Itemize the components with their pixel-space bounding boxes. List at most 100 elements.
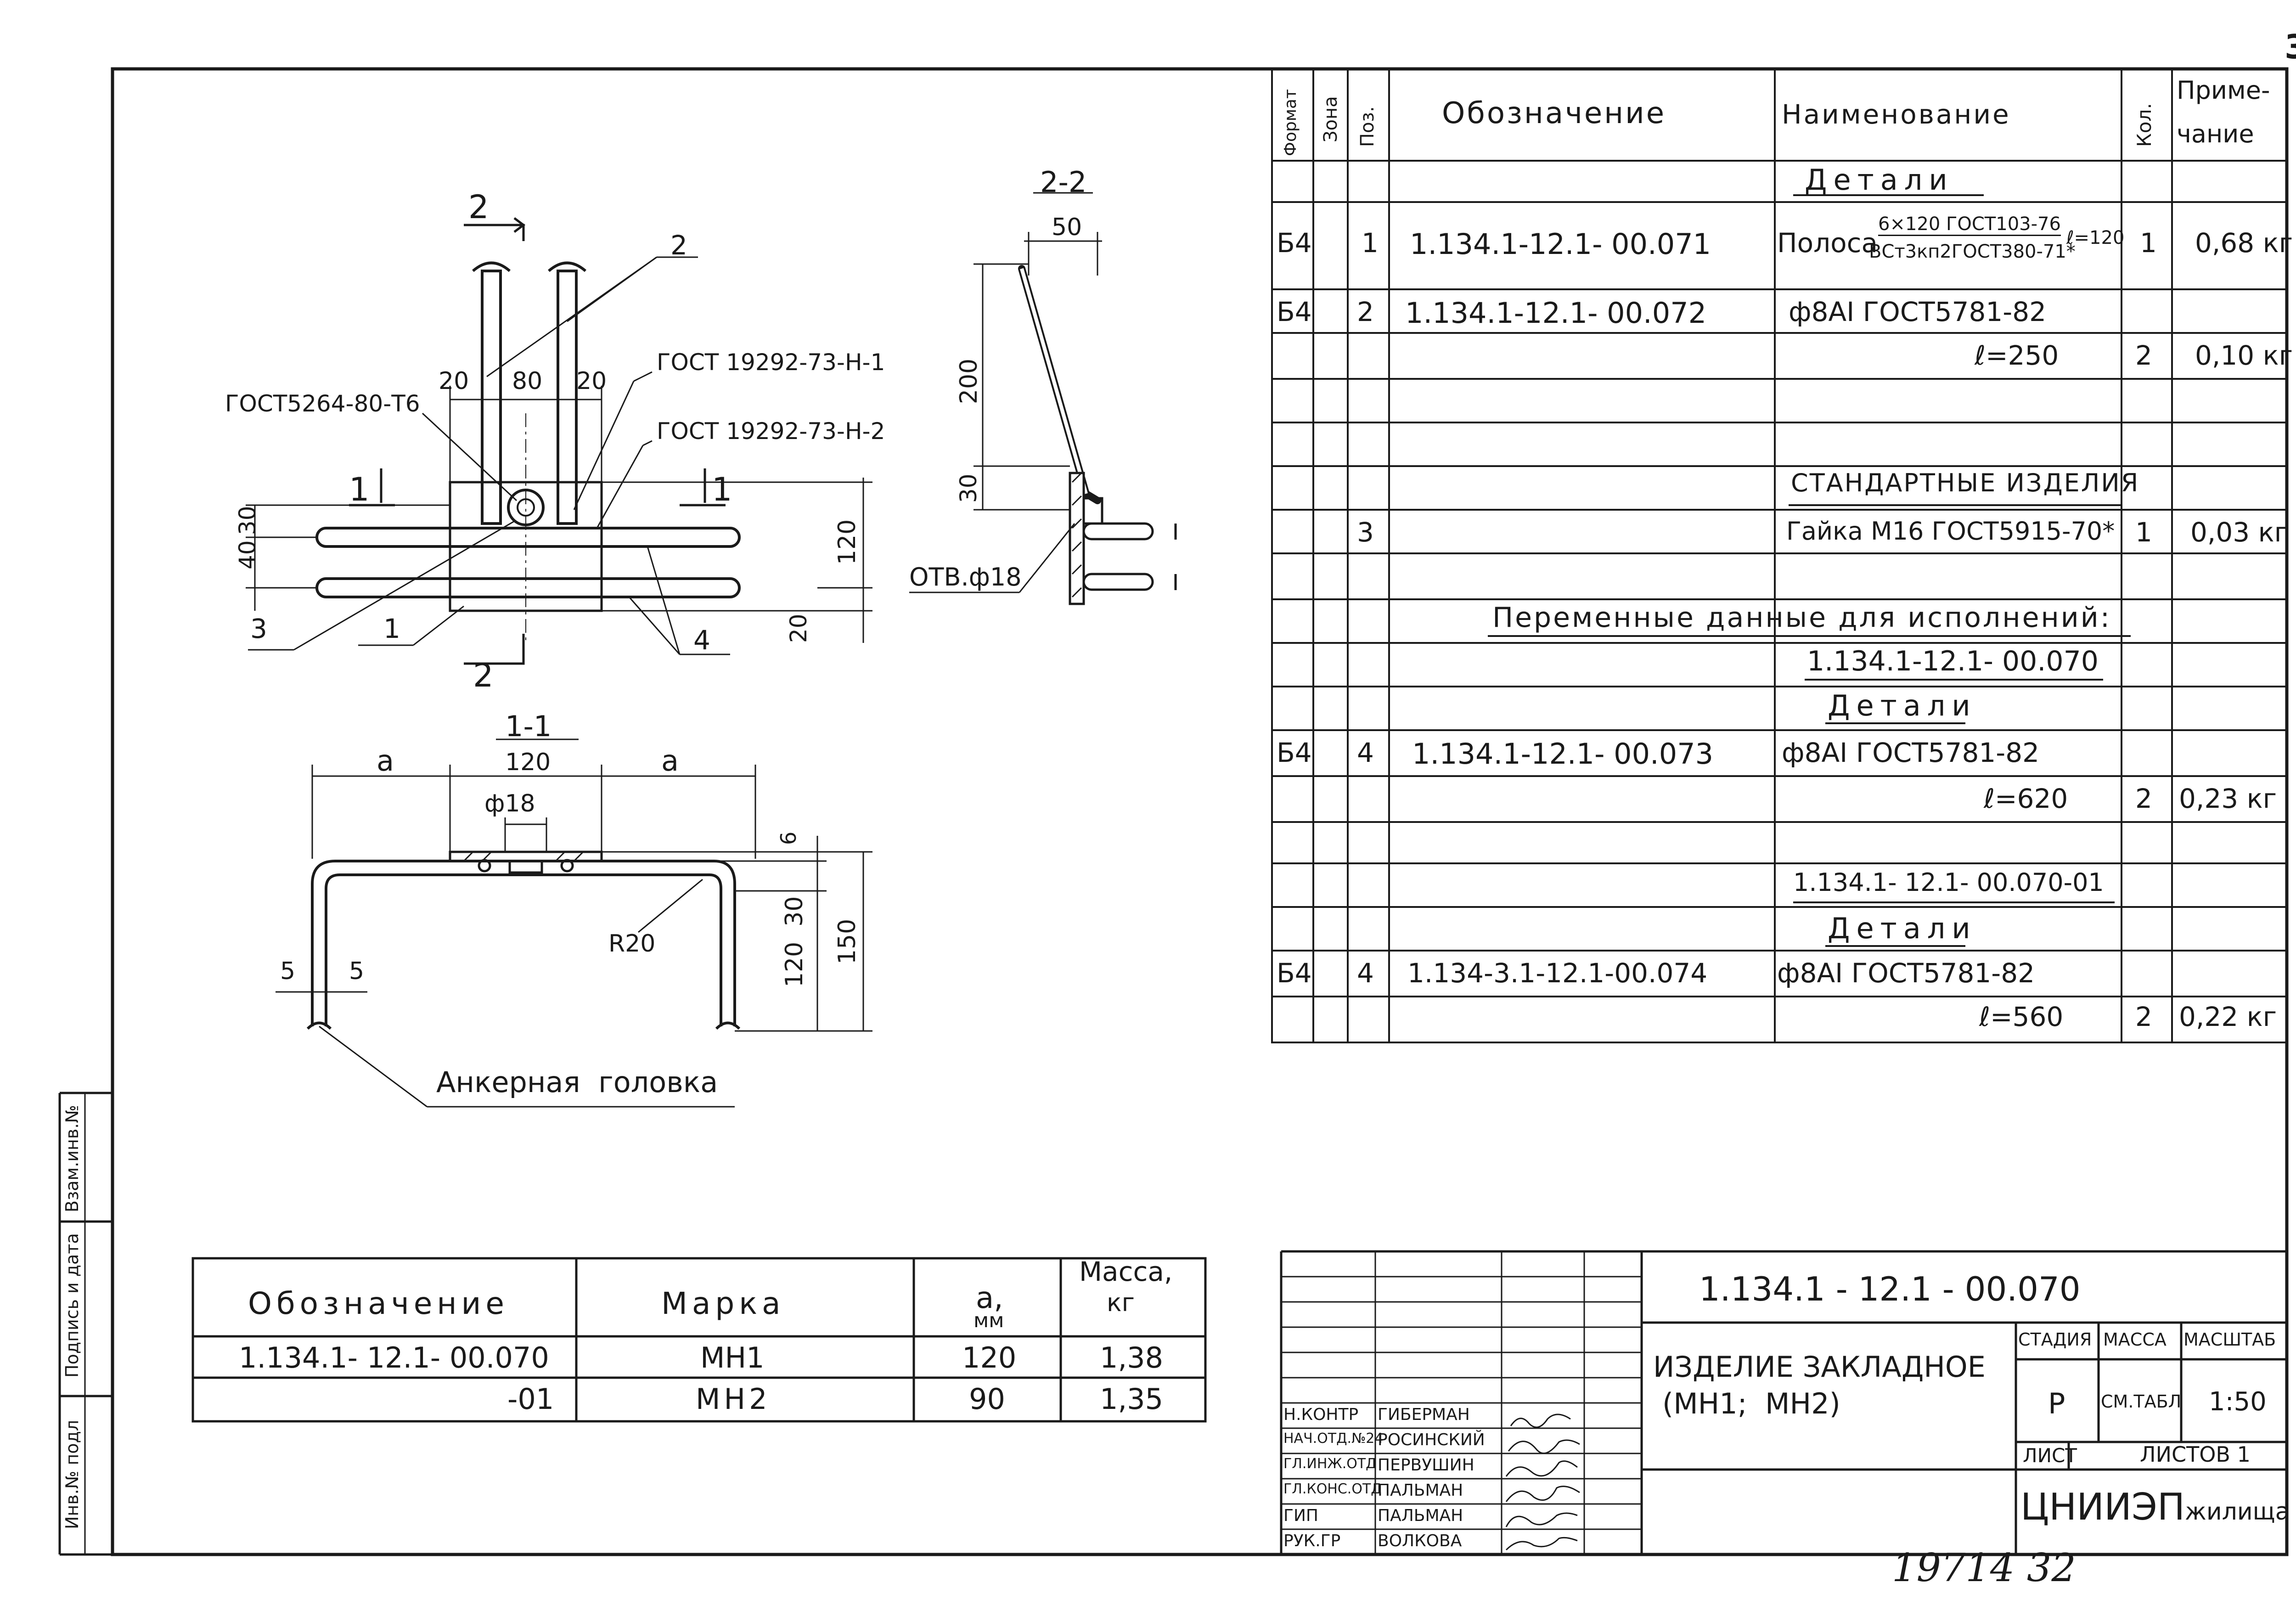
nut-pos: 3 (1357, 517, 1374, 548)
row1-qty: 1 (2140, 227, 2157, 259)
mark-row2-a: 90 (969, 1382, 1005, 1416)
row3-name-right: ℓ=250 (1975, 340, 2059, 371)
dim-80: 80 (512, 367, 543, 395)
dim-30b: 30 (955, 473, 982, 503)
mark-hdr-a: a, (976, 1281, 1003, 1315)
row1-format: Б4 (1277, 227, 1312, 259)
gost-h1-label: ГОСТ 19292-73-Н-1 (657, 349, 885, 376)
dim-6: 6 (776, 831, 801, 845)
dim-120v: 120 (833, 519, 861, 565)
row1-note: 0,68 кг (2195, 227, 2293, 259)
view-1-1 (276, 738, 872, 1108)
dim-50: 50 (1052, 214, 1082, 241)
mark-hdr-a-unit: мм (974, 1309, 1004, 1332)
staff-role-0: Н.контр (1283, 1405, 1359, 1424)
dim-5-right: 5 (349, 957, 365, 985)
row4a-note: 0,23 кг (2179, 783, 2277, 814)
row2-format: Б4 (1277, 296, 1312, 327)
row4b-qty: 2 (2135, 1001, 2152, 1032)
org-name: ЦНИИЭПжилища (2020, 1486, 2290, 1528)
section-details-1: Детали (1805, 163, 1954, 197)
hdr-name: Наименование (1782, 99, 2011, 130)
footer-number: 19714 32 (1892, 1545, 2076, 1590)
hdr-pos: Поз. (1357, 106, 1378, 147)
otv-label: ОТВ.ф18 (909, 563, 1022, 591)
doc-title-1: Изделие закладное (1653, 1350, 1986, 1384)
mark-hdr-designation: Обозначение (248, 1286, 509, 1321)
staff-role-1: Нач.отд.№24 (1283, 1430, 1384, 1447)
row4a-pos: 4 (1357, 737, 1374, 768)
section-1-left: 1 (349, 471, 370, 508)
view-2-2 (909, 192, 1177, 605)
staff-role-3: Гл.конс.отд (1283, 1481, 1382, 1497)
row2-designation: 1.134.1-12.1- 00.072 (1405, 296, 1707, 330)
dim-150: 150 (833, 918, 861, 964)
gost-h2-label: ГОСТ 19292-73-Н-2 (657, 418, 885, 445)
staff-role-4: ГИП (1283, 1506, 1318, 1525)
staff-role-2: Гл.инж.отд (1283, 1456, 1377, 1472)
row1-frac-top: 6×120 ГОСТ103-76 (1878, 214, 2061, 236)
org-name-sub: жилища (2184, 1498, 2290, 1526)
dim-40: 40 (234, 540, 261, 569)
dim-20v: 20 (785, 614, 812, 643)
nut-note: 0,03 кг (2190, 517, 2289, 548)
dim-r20: R20 (608, 930, 656, 957)
org-name-main: ЦНИИЭП (2020, 1486, 2185, 1528)
mark-row2-mark: МН2 (696, 1382, 771, 1416)
dim-200: 200 (955, 358, 983, 404)
pos-3-label: 3 (250, 613, 267, 644)
section-2-bottom: 2 (473, 657, 494, 694)
row4b-pos: 4 (1357, 957, 1374, 989)
section-standard: Стандартные изделия (1791, 468, 2140, 497)
pos-4-label: 4 (693, 625, 710, 656)
pos-2-label: 2 (670, 230, 687, 261)
main-view (246, 217, 872, 665)
dim-120-30: 120 30 (781, 896, 808, 987)
mass-label: Масса (2103, 1329, 2167, 1350)
row1-name: Полоса (1777, 227, 1878, 259)
dim-30: 30 (234, 506, 261, 535)
mark-row1-a: 120 (962, 1341, 1017, 1374)
mark-hdr-mark: Марка (661, 1286, 785, 1321)
title-block-grid (1280, 1250, 2287, 1554)
left-strip-vzam: Взам.инв.№ (62, 1105, 82, 1212)
section-1-right: 1 (712, 471, 732, 508)
row1-pos: 1 (1362, 227, 1379, 259)
view-1-1-title: 1-1 (505, 710, 552, 743)
doc-title-2: (МН1; МН2) (1662, 1387, 1840, 1420)
variable-heading: Переменные данные для исполнений: (1492, 602, 2111, 634)
gost-nut-label: ГОСТ5264-80-Т6 (225, 390, 420, 417)
section-details-3: Детали (1828, 912, 1977, 945)
dim-a-right: a (661, 744, 679, 777)
staff-role-5: Рук.гр (1283, 1532, 1341, 1550)
dim-phi18: ф18 (484, 790, 535, 817)
hdr-designation: Обозначение (1442, 96, 1666, 130)
sheet-label: Лист (2023, 1444, 2077, 1467)
mark-table-grid (191, 1257, 1207, 1423)
hdr-note-1: Приме- (2177, 76, 2270, 105)
dim-a-left: a (377, 744, 394, 777)
mark-hdr-mass: Масса, (1079, 1256, 1173, 1287)
hdr-zone: Зона (1320, 96, 1341, 142)
row1-len: ℓ=120 (2066, 227, 2125, 248)
row4b-note: 0,22 кг (2179, 1001, 2277, 1032)
dim-5-left: 5 (280, 957, 296, 985)
scale-label: Масштаб (2183, 1329, 2276, 1350)
mark-row1-mark: МН1 (700, 1341, 765, 1374)
anchor-head-label: Анкерная головка (436, 1065, 718, 1099)
left-strip-inv-podl: Инв.№ подл (62, 1419, 82, 1529)
row2-pos: 2 (1357, 296, 1374, 327)
spec-table-grid (1271, 68, 2288, 1043)
dim-20b: 20 (576, 367, 607, 395)
nut-name: Гайка М16 ГОСТ5915-70* (1786, 517, 2115, 546)
mark-row2-mass: 1,35 (1100, 1382, 1164, 1416)
mark-row1-designation: 1.134.1- 12.1- 00.070 (239, 1341, 549, 1374)
pos-1-label: 1 (383, 613, 400, 644)
scale-value: 1:50 (2209, 1387, 2267, 1417)
mark-row2-designation: -01 (507, 1382, 554, 1416)
row3-note: 0,10 кг (2195, 340, 2293, 371)
page-number: 31 (2285, 28, 2296, 66)
hdr-note-2: чание (2177, 119, 2254, 148)
doc-code: 1.134.1 - 12.1 - 00.070 (1699, 1270, 2081, 1308)
